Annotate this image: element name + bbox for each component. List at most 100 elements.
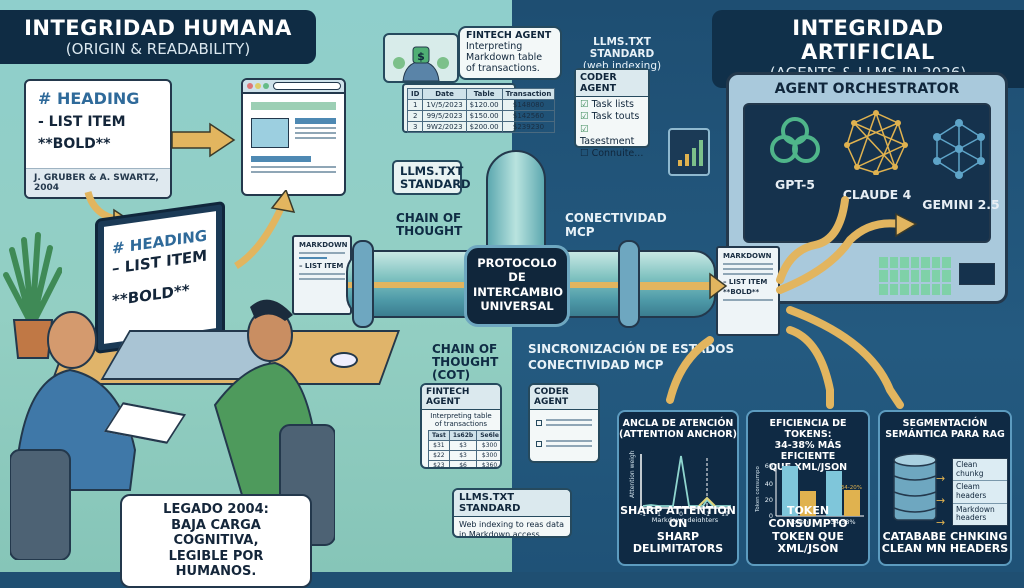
panel-3-title-1: SEGMENTACIÓN — [902, 418, 988, 429]
markdown-syntax-card: # HEADING - LIST ITEM **BOLD** J. GRUBER… — [24, 79, 172, 199]
checkbox-checked-icon[interactable]: ☑ — [580, 99, 589, 110]
md-credit: J. GRUBER & A. SWARTZ, 2004 — [26, 168, 170, 197]
svg-text:0: 0 — [679, 511, 683, 518]
md-heading: # HEADING — [38, 89, 140, 108]
task-item[interactable]: ☑ Task lists — [580, 99, 634, 110]
curved-arrow-up-icon — [234, 190, 296, 269]
chunk-list: Clean chunkg Cleam headers Markdown head… — [952, 458, 1008, 526]
task-item[interactable]: ☑ Tasestment — [580, 123, 635, 148]
panel-2-footer-1: TOKEN CONSUMPTO — [768, 504, 848, 531]
panel-3-footer-1: CATABABE CHNKING — [882, 529, 1008, 543]
panel-token-efficiency: EFICIENCIA DE TOKENS: 34-38% MÁS EFICIEN… — [746, 410, 870, 566]
pipe-flange-right — [618, 240, 640, 328]
table-row: $23$6$360 — [428, 460, 500, 467]
left-title-box: INTEGRIDAD HUMANA (ORIGIN & READABILITY) — [0, 10, 316, 64]
checkbox-empty-icon[interactable]: ☐ — [580, 148, 589, 160]
chunk-item: Cleam headers — [953, 481, 1007, 504]
flow-arrows — [640, 196, 918, 409]
orchestrator-title: AGENT ORCHESTRATOR — [774, 81, 960, 97]
fintech-top-desc-2: Markdown table — [466, 51, 543, 63]
panel-3-title-2: SEMÁNTICA PARA RAG — [885, 428, 1005, 440]
checkbox-empty-icon[interactable] — [536, 419, 542, 426]
svg-text:34-20%: 34-20% — [841, 485, 862, 491]
coder-agent-bottom-card: CODER AGENT — [528, 383, 600, 463]
svg-text:-1: -1 — [640, 511, 646, 518]
panel-3-footer-2: CLEAN MN HEADERS — [881, 542, 1009, 556]
model-claude-4[interactable]: CLAUDE 4 — [842, 187, 912, 202]
svg-text:-1: -1 — [704, 511, 710, 518]
fintech-agent-bottom-card: FINTECH AGENT Interpreting table of tran… — [420, 383, 502, 469]
fintech-agent-top-bubble: FINTECH AGENT Interpreting Markdown tabl… — [458, 26, 562, 80]
panel-2-title-1: EFICIENCIA DE TOKENS: — [769, 418, 847, 440]
svg-text:40: 40 — [765, 480, 773, 488]
panel-1-title-1: ANCLA DE ATENCIÓN — [622, 418, 734, 429]
network-graph-icon — [933, 119, 985, 179]
panel-2-title-3: QUE XML/JSON — [768, 461, 848, 473]
conectividad-mcp-bottom-label: CONECTIVIDAD MCP — [528, 358, 664, 372]
network-graph-icon — [844, 110, 908, 175]
chart-monitor-icon — [668, 128, 710, 176]
model-gemini-2-5[interactable]: GEMINI 2.5 — [922, 197, 1000, 212]
llms-txt-tag: LLMS.TXT STANDARD — [392, 160, 471, 196]
checkbox-checked-icon[interactable]: ☑ — [580, 123, 589, 135]
speech-line-3: LEGIBLE POR HUMANOS. — [168, 548, 264, 580]
markdown-doc-left-title: MARKDOWN — [299, 241, 348, 249]
chain-of-thought-bottom-label: CHAIN OF THOUGHT (COT) — [432, 342, 499, 383]
control-keypad — [879, 257, 951, 295]
coder-agent-top-card: CODER AGENT ☑ Task lists ☑ Task touts ☑ … — [574, 68, 650, 159]
database-icon — [893, 453, 937, 521]
pipe-flange-left — [352, 240, 374, 328]
plant-illustration — [2, 230, 63, 360]
browser-titlebar — [243, 80, 344, 94]
model-gpt-5[interactable]: GPT-5 — [775, 177, 815, 192]
markdown-doc-left-item: – LIST ITEM — [299, 262, 344, 270]
browser-window — [241, 78, 346, 196]
svg-text:20: 20 — [765, 496, 773, 504]
protocol-line-1: PROTOCOLO DE — [477, 256, 557, 285]
universal-protocol-box: PROTOCOLO DE INTERCAMBIO UNIVERSAL — [464, 245, 570, 327]
checkbox-checked-icon[interactable]: ☑ — [580, 111, 589, 123]
coder-top-title: CODER AGENT — [576, 70, 648, 97]
svg-text:1: 1 — [657, 511, 661, 518]
mini-display — [959, 263, 995, 285]
fintech-top-title: FINTECH AGENT — [466, 30, 552, 41]
sincronizacion-label: SINCRONIZACIÓN DE ESTADOS — [528, 342, 735, 356]
checkbox-empty-icon[interactable] — [536, 440, 542, 447]
person-left-illustration — [9, 300, 140, 561]
orchestrator-screen: GPT-5 CLAUDE 4 GEMINI 2.5 — [743, 103, 1000, 243]
conectividad-mcp-top-label: CONECTIVIDAD MCP — [565, 211, 667, 239]
markdown-doc-right-bold: **BOLD** — [723, 288, 760, 296]
attention-line-chart: Attention weighs -1 1 0 -1 19 Markdown deigh… — [629, 450, 731, 522]
svg-text:Attention weighs: Attention weighs — [629, 450, 636, 498]
right-title: INTEGRIDAD ARTIFICIAL — [792, 16, 944, 64]
markdown-doc-left: MARKDOWN – LIST ITEM — [292, 235, 352, 315]
mouse — [330, 352, 358, 368]
svg-text:19: 19 — [721, 511, 729, 518]
address-bar — [273, 82, 341, 90]
checkbox-empty-icon[interactable] — [536, 462, 542, 464]
md-bold: **BOLD** — [38, 136, 111, 152]
arrow-right-icon — [171, 122, 236, 158]
task-item[interactable]: ☐ Connuite... — [580, 148, 644, 160]
svg-text:60: 60 — [765, 462, 773, 470]
person-right-illustration — [185, 295, 336, 565]
chunk-item: Clean chunkg — [953, 459, 1007, 482]
svg-text:Markdown deighters: Markdown deighters — [652, 516, 719, 522]
protocol-line-3: UNIVERSAL — [480, 299, 554, 314]
fintech-agent-avatar: $ — [383, 33, 459, 83]
agent-orchestrator: AGENT ORCHESTRATOR GPT-5 CLAUDE 4 GEMINI… — [726, 72, 1008, 304]
speech-line-2: BAJA CARGA COGNITIVA, — [171, 517, 261, 549]
panel-1-footer-1: SHARP ATTENTION ON — [620, 504, 736, 531]
pipe-vertical — [486, 150, 546, 250]
chunk-arrows: →→→ — [936, 472, 946, 529]
left-title: INTEGRIDAD HUMANA — [24, 16, 292, 40]
protocol-line-2: INTERCAMBIO — [473, 284, 564, 299]
llms-tag-line-1: LLMS.TXT — [400, 164, 464, 178]
task-item[interactable]: ☑ Task touts — [580, 111, 640, 123]
table-row: $31$3$300 — [428, 440, 500, 451]
openai-knot-icon — [770, 117, 820, 163]
